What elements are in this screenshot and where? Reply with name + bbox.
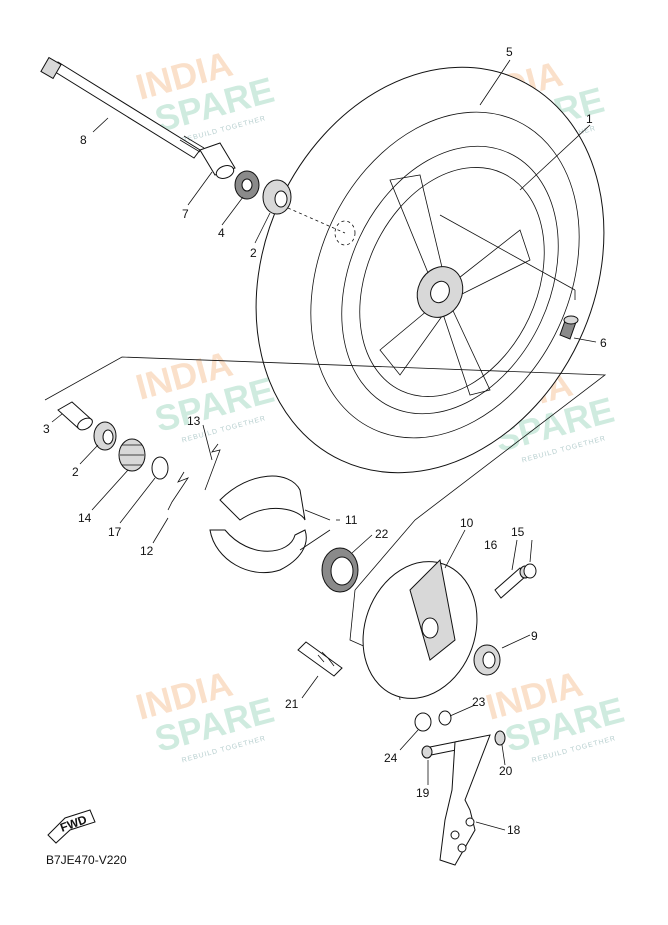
axle-shaft	[40, 56, 205, 159]
callout-labels: 5 1 8 7 4 2 6 13 3 2 11 14 10 15 22 17 1…	[43, 45, 607, 837]
callout-8: 8	[80, 133, 87, 147]
callout-5: 5	[506, 45, 513, 59]
callout-20: 20	[499, 764, 513, 778]
watermark-6: INDIA SPARE REBUILD TOGETHER	[481, 663, 628, 765]
callout-2-upper: 2	[250, 246, 257, 260]
spacer-collar	[57, 401, 93, 431]
plate-washer	[438, 710, 452, 726]
diagram-code: B7JE470-V220	[46, 853, 127, 867]
callout-2-lower: 2	[72, 465, 79, 479]
callout-6: 6	[600, 336, 607, 350]
return-spring-lower	[167, 471, 190, 511]
brake-shoe-plate	[362, 558, 478, 699]
callout-21: 21	[285, 697, 299, 711]
stud-bolt	[297, 641, 343, 677]
assembly-boundary	[44, 356, 607, 591]
callout-9: 9	[531, 629, 538, 643]
callout-13: 13	[187, 414, 201, 428]
callout-15: 15	[511, 525, 525, 539]
collar	[199, 142, 236, 179]
o-ring	[414, 712, 432, 732]
watermark-3: INDIA SPARE REBUILD TOGETHER	[131, 343, 278, 445]
callout-18: 18	[507, 823, 521, 837]
rim-outer	[341, 145, 559, 415]
callout-7: 7	[182, 207, 189, 221]
callout-23: 23	[472, 695, 486, 709]
callout-24: 24	[384, 751, 398, 765]
callout-4: 4	[218, 226, 225, 240]
callout-11: 11	[345, 513, 358, 527]
callout-22: 22	[375, 527, 389, 541]
callout-3: 3	[43, 422, 50, 436]
tire-inner-edge	[310, 111, 580, 439]
callout-17: 17	[108, 525, 122, 539]
forward-direction-arrow: FWD	[47, 809, 96, 844]
brake-arm	[439, 734, 491, 866]
wheel-spokes	[379, 174, 531, 396]
camshaft-washer	[523, 563, 537, 579]
callout-14: 14	[78, 511, 92, 525]
callout-19: 19	[416, 786, 430, 800]
thrust-washer	[151, 456, 169, 480]
bearing-lower	[93, 421, 117, 451]
fwd-label: FWD	[58, 812, 89, 835]
rim-inner	[359, 167, 545, 397]
nut	[494, 730, 506, 746]
speedometer-gear	[118, 438, 146, 472]
brake-shoe-set	[209, 475, 307, 574]
watermark-5: INDIA SPARE REBUILD TOGETHER	[131, 663, 278, 765]
callout-10: 10	[460, 516, 474, 530]
oil-seal-large	[321, 547, 359, 593]
valve-stem	[559, 315, 579, 340]
leader-lines	[51, 59, 597, 831]
wheel-collar	[473, 644, 501, 676]
oil-seal	[234, 170, 260, 200]
hub-bore	[430, 280, 450, 304]
watermark-1: INDIA SPARE REBUILD TOGETHER	[131, 43, 278, 145]
bearing-seat-dashed	[334, 220, 356, 246]
callout-12: 12	[140, 544, 154, 558]
return-spring-upper	[204, 443, 221, 491]
callout-1: 1	[586, 112, 593, 126]
bearing-upper	[262, 179, 292, 215]
callout-16: 16	[484, 538, 498, 552]
